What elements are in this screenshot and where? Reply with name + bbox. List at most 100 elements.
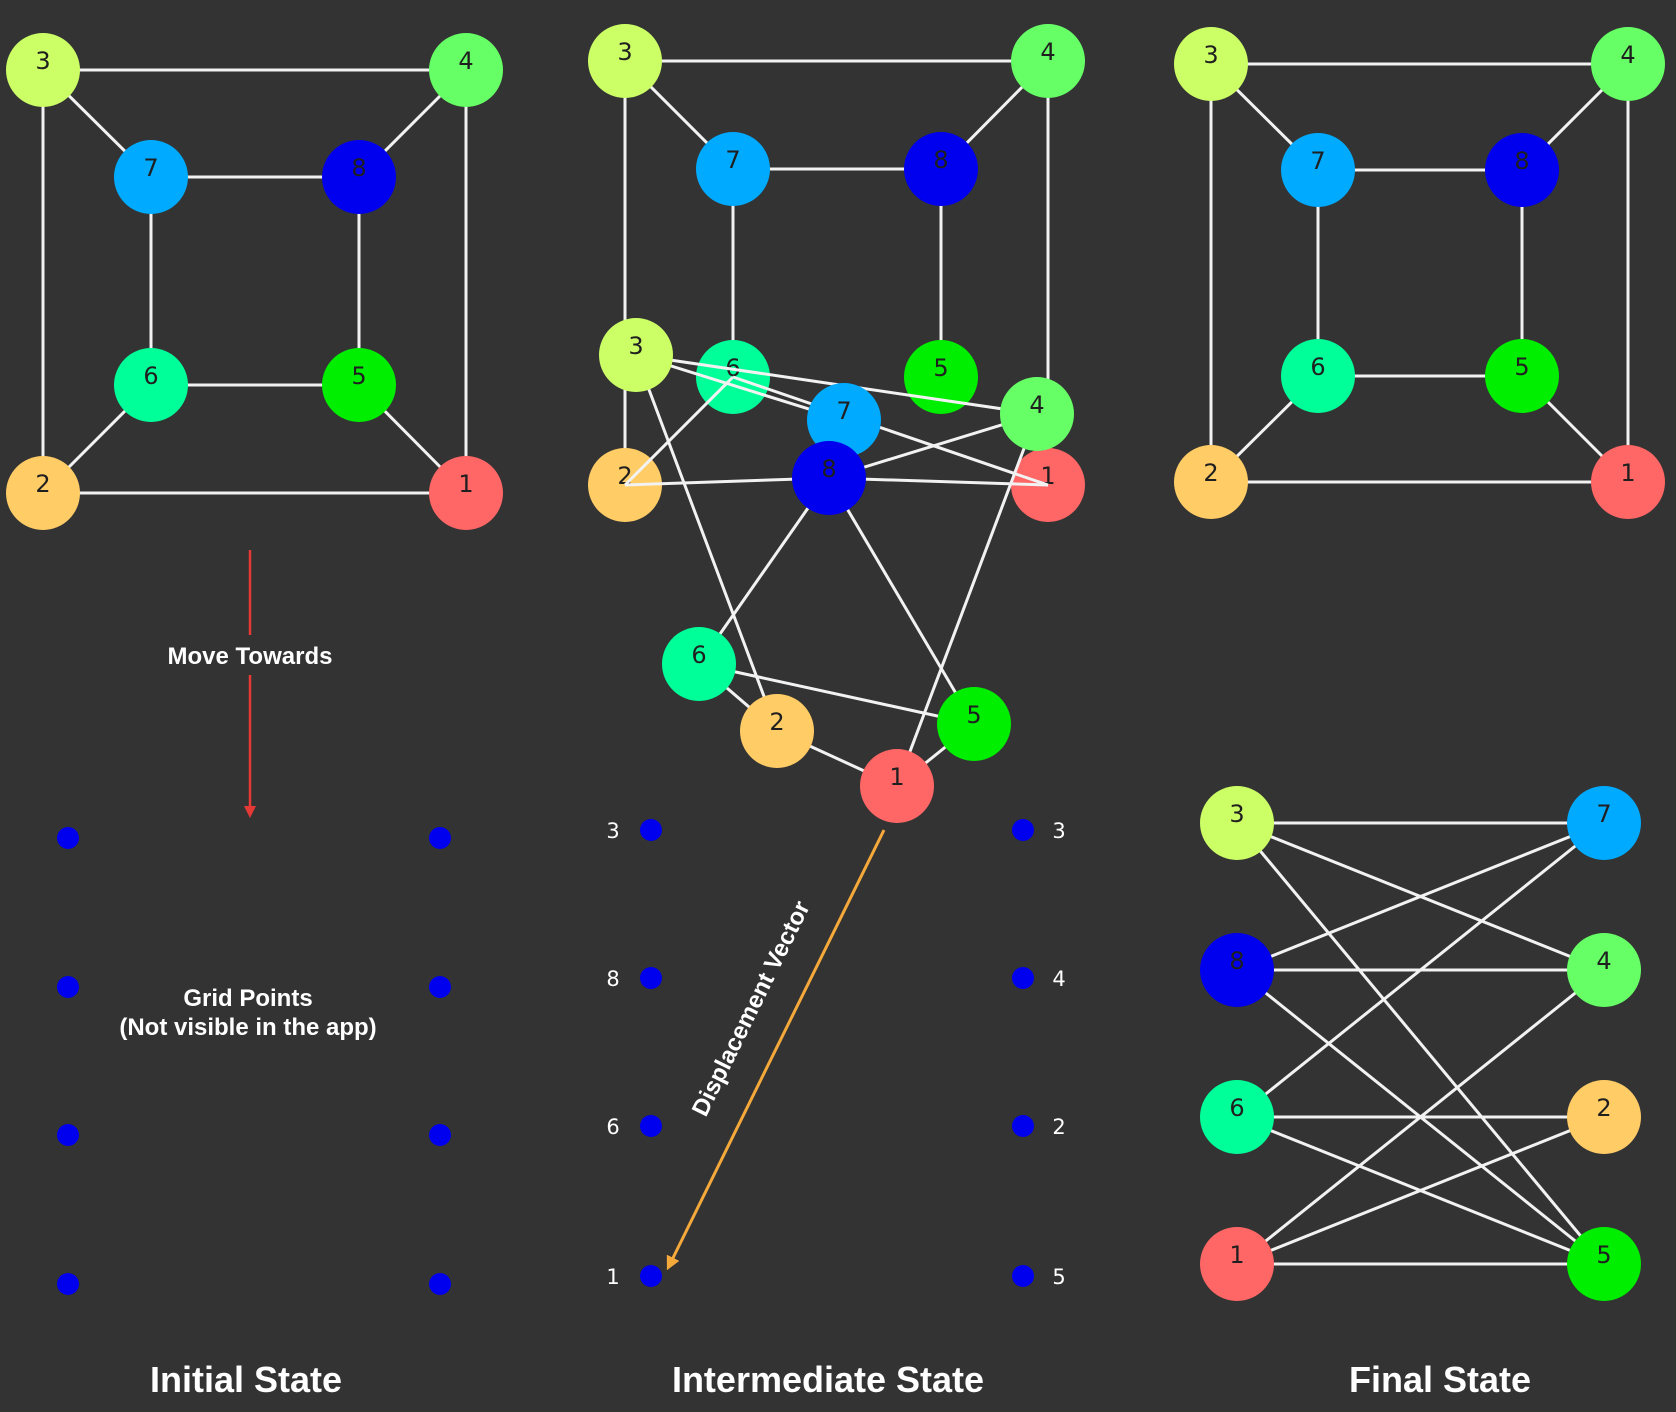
- intermediate-state-title: Intermediate State: [672, 1359, 984, 1400]
- intermediate-previous-node-7: 7: [696, 132, 770, 206]
- initial-node-3-circle: [6, 33, 80, 107]
- initial-grid-point: [57, 827, 79, 849]
- intermediate-current-node-1: 1: [860, 749, 934, 823]
- intermediate-previous-node-4-label: 4: [1040, 38, 1055, 66]
- intermediate-current-edge-3-2: [634, 354, 779, 732]
- intermediate-previous-node-3-circle: [588, 24, 662, 98]
- final-bipartite-edge-1-4: [1236, 968, 1605, 1266]
- intermediate-current-node-8-label: 8: [821, 455, 836, 483]
- intermediate-current-edge-8-5: [827, 477, 976, 725]
- final-bipartite-edge-3-5: [1235, 822, 1606, 1265]
- intermediate-current-node-5: 5: [937, 687, 1011, 761]
- intermediate-current-node-6-circle: [662, 627, 736, 701]
- initial-node-5: 5: [322, 348, 396, 422]
- initial-grid-point: [429, 1273, 451, 1295]
- intermediate-grid-point-right: [1012, 1115, 1034, 1137]
- initial-grid-point: [429, 1124, 451, 1146]
- intermediate-current-node-1-circle: [860, 749, 934, 823]
- final-bipartite-node-5-label: 5: [1596, 1241, 1611, 1269]
- final-cube-node-2: 2: [1174, 445, 1248, 519]
- intermediate-grid-point-right: [1012, 1265, 1034, 1287]
- final-bipartite-node-4: 4: [1567, 933, 1641, 1007]
- final-bipartite-edge-1-2: [1236, 1115, 1605, 1266]
- initial-edges: [41, 68, 468, 495]
- final-cube-node-3: 3: [1174, 27, 1248, 101]
- intermediate-current-edge-6-5: [698, 662, 975, 726]
- final-bipartite-node-6: 6: [1200, 1080, 1274, 1154]
- initial-node-8-circle: [322, 140, 396, 214]
- intermediate-current-node-4-circle: [1000, 377, 1074, 451]
- initial-node-4: 4: [429, 33, 503, 107]
- intermediate-grid-point-left: [640, 1265, 662, 1287]
- intermediate-grid-point-left: [640, 819, 662, 841]
- initial-node-1: 1: [429, 456, 503, 530]
- final-bipartite-edge-6-7: [1236, 821, 1605, 1119]
- initial-node-6-circle: [114, 348, 188, 422]
- final-bipartite-node-1-circle: [1200, 1227, 1274, 1301]
- final-cube-node-6: 6: [1281, 339, 1355, 413]
- final-bipartite-node-8: 8: [1200, 933, 1274, 1007]
- final-cube-node-5-label: 5: [1514, 353, 1529, 381]
- intermediate-grid-label-left: 3: [606, 819, 619, 843]
- final-bipartite-node-7-label: 7: [1596, 800, 1611, 828]
- initial-node-6-label: 6: [143, 362, 158, 390]
- intermediate-current-edge-4-1: [895, 413, 1039, 787]
- final-bipartite-node-8-circle: [1200, 933, 1274, 1007]
- initial-grid-point: [57, 1124, 79, 1146]
- final-bipartite-node-2-circle: [1567, 1080, 1641, 1154]
- initial-state-title: Initial State: [150, 1359, 342, 1400]
- intermediate-current-node-7-label: 7: [836, 397, 851, 425]
- intermediate-previous-node-5: 5: [904, 340, 978, 414]
- final-bipartite-node-1: 1: [1200, 1227, 1274, 1301]
- intermediate-grid-point-right: [1012, 819, 1034, 841]
- initial-node-3: 3: [6, 33, 80, 107]
- intermediate-grid-point-left: [640, 967, 662, 989]
- final-bipartite-node-3-label: 3: [1229, 800, 1244, 828]
- intermediate-grid-label-right: 4: [1052, 967, 1065, 991]
- initial-grid-point: [57, 976, 79, 998]
- intermediate-grid-label-right: 2: [1052, 1115, 1065, 1139]
- intermediate-current-node-4-label: 4: [1029, 391, 1044, 419]
- final-bipartite-node-1-label: 1: [1229, 1241, 1244, 1269]
- final-cube-node-4: 4: [1591, 27, 1665, 101]
- final-state-title: Final State: [1349, 1359, 1531, 1400]
- initial-grid-points: [57, 827, 451, 1295]
- initial-grid-point: [429, 976, 451, 998]
- final-cube-node-1-label: 1: [1620, 459, 1635, 487]
- final-bipartite-node-4-label: 4: [1596, 947, 1611, 975]
- initial-node-7-label: 7: [143, 154, 158, 182]
- intermediate-current-node-8-circle: [792, 441, 866, 515]
- final-bipartite-node-5-circle: [1567, 1227, 1641, 1301]
- initial-node-4-circle: [429, 33, 503, 107]
- final-bipartite-edges: [1235, 821, 1606, 1266]
- initial-node-1-label: 1: [458, 470, 473, 498]
- initial-node-3-label: 3: [35, 47, 50, 75]
- intermediate-grid-point-left: [640, 1115, 662, 1137]
- grid-points-label: Grid Points: [183, 985, 312, 1012]
- intermediate-current-edge-8-6: [697, 477, 831, 665]
- final-cube-node-6-label: 6: [1310, 353, 1325, 381]
- intermediate-previous-node-4-circle: [1011, 24, 1085, 98]
- final-bipartite-node-6-label: 6: [1229, 1094, 1244, 1122]
- intermediate-current-node-5-label: 5: [966, 701, 981, 729]
- final-bipartite-node-3: 3: [1200, 786, 1274, 860]
- final-bipartite-node-3-circle: [1200, 786, 1274, 860]
- final-cube-node-4-label: 4: [1620, 41, 1635, 69]
- intermediate-grid-label-left: 8: [606, 967, 619, 991]
- intermediate-previous-node-3-label: 3: [617, 38, 632, 66]
- initial-node-2-label: 2: [35, 470, 50, 498]
- intermediate-grid-label-right: 3: [1052, 819, 1065, 843]
- final-cube-node-8-label: 8: [1514, 147, 1529, 175]
- initial-node-2-circle: [6, 456, 80, 530]
- final-cube-node-6-circle: [1281, 339, 1355, 413]
- final-cube-node-3-label: 3: [1203, 41, 1218, 69]
- intermediate-previous-node-7-circle: [696, 132, 770, 206]
- final-cube-node-8: 8: [1485, 133, 1559, 207]
- initial-node-4-label: 4: [458, 47, 473, 75]
- final-bipartite-node-7: 7: [1567, 786, 1641, 860]
